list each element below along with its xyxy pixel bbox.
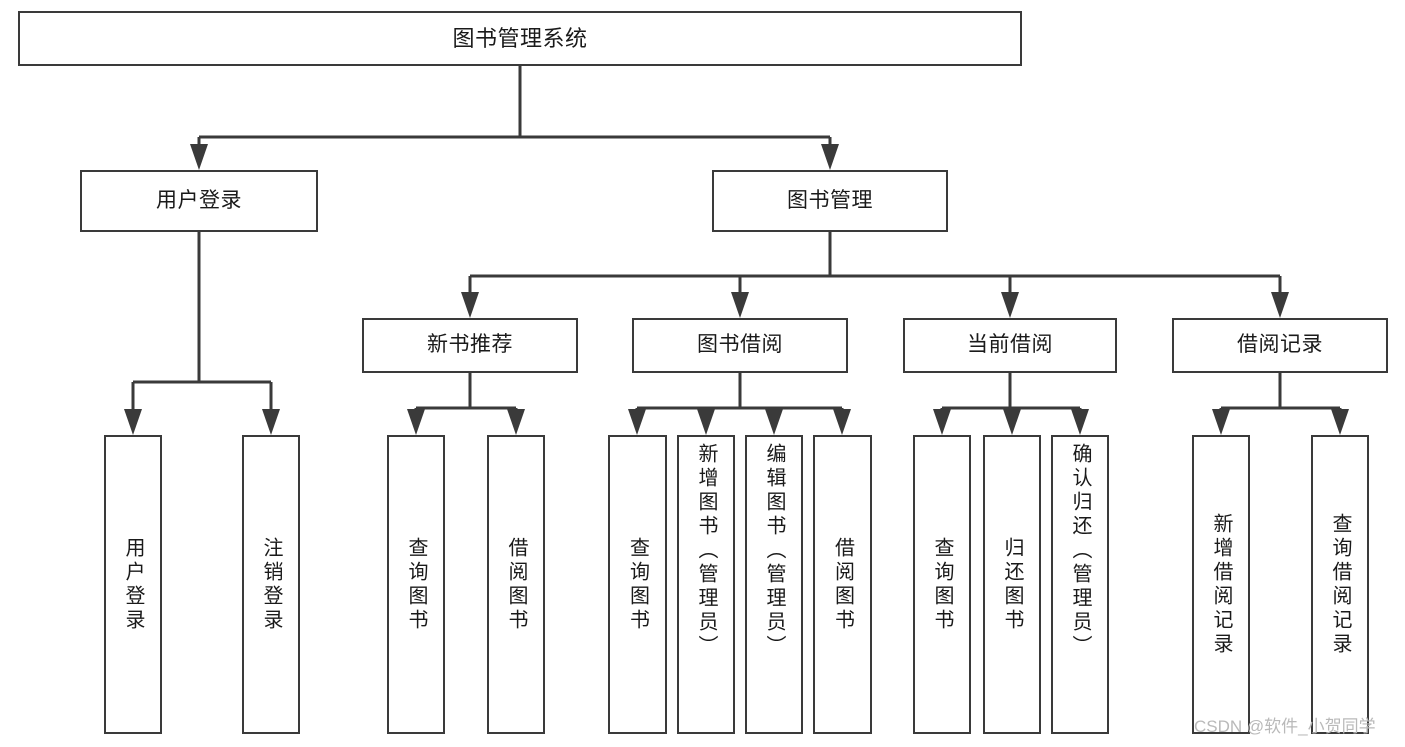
node-book-borrow-label: 图书借阅	[697, 333, 783, 357]
node-leaf-confirm-return[interactable]: 确认归还（管理员）	[1051, 435, 1109, 734]
node-leaf-user-login-label: 用户登录	[122, 536, 144, 633]
node-root-label: 图书管理系统	[452, 25, 588, 51]
node-book-borrow[interactable]: 图书借阅	[632, 318, 848, 373]
node-leaf-query-record-label: 查询借阅记录	[1329, 512, 1351, 657]
node-leaf-confirm-return-label: 确认归还（管理员）	[1069, 443, 1091, 659]
node-leaf-query-book-1[interactable]: 查询图书	[387, 435, 445, 734]
node-root[interactable]: 图书管理系统	[18, 11, 1022, 66]
node-leaf-query-book-2-label: 查询图书	[626, 536, 649, 633]
node-current-borrow-label: 当前借阅	[967, 333, 1053, 357]
node-leaf-borrow-book-2-label: 借阅图书	[831, 536, 854, 633]
node-leaf-add-record-label: 新增借阅记录	[1210, 512, 1232, 657]
node-leaf-borrow-book-1[interactable]: 借阅图书	[487, 435, 545, 734]
node-leaf-query-book-3[interactable]: 查询图书	[913, 435, 971, 734]
node-leaf-add-book[interactable]: 新增图书（管理员）	[677, 435, 735, 734]
node-leaf-query-book-2[interactable]: 查询图书	[608, 435, 667, 734]
node-new-book-recommend[interactable]: 新书推荐	[362, 318, 578, 373]
node-borrow-record-label: 借阅记录	[1237, 333, 1323, 357]
node-leaf-edit-book-label: 编辑图书（管理员）	[763, 443, 785, 659]
node-leaf-user-logout[interactable]: 注销登录	[242, 435, 300, 734]
node-leaf-query-book-1-label: 查询图书	[405, 536, 427, 633]
node-user-login-label: 用户登录	[156, 188, 242, 212]
node-leaf-user-login[interactable]: 用户登录	[104, 435, 162, 734]
node-leaf-query-book-3-label: 查询图书	[931, 536, 953, 633]
node-leaf-add-book-label: 新增图书（管理员）	[695, 443, 717, 659]
watermark: CSDN @软件_小贺同学	[1194, 717, 1376, 736]
node-leaf-return-book-label: 归还图书	[1001, 536, 1023, 633]
node-leaf-query-record[interactable]: 查询借阅记录	[1311, 435, 1369, 734]
node-current-borrow[interactable]: 当前借阅	[903, 318, 1117, 373]
node-borrow-record[interactable]: 借阅记录	[1172, 318, 1388, 373]
node-book-manage-label: 图书管理	[787, 188, 873, 212]
node-user-login[interactable]: 用户登录	[80, 170, 318, 232]
node-leaf-add-record[interactable]: 新增借阅记录	[1192, 435, 1250, 734]
node-leaf-edit-book[interactable]: 编辑图书（管理员）	[745, 435, 803, 734]
node-leaf-borrow-book-1-label: 借阅图书	[505, 536, 527, 633]
node-leaf-user-logout-label: 注销登录	[260, 536, 282, 633]
node-new-book-recommend-label: 新书推荐	[427, 333, 513, 357]
node-leaf-return-book[interactable]: 归还图书	[983, 435, 1041, 734]
node-leaf-borrow-book-2[interactable]: 借阅图书	[813, 435, 872, 734]
node-book-manage[interactable]: 图书管理	[712, 170, 948, 232]
